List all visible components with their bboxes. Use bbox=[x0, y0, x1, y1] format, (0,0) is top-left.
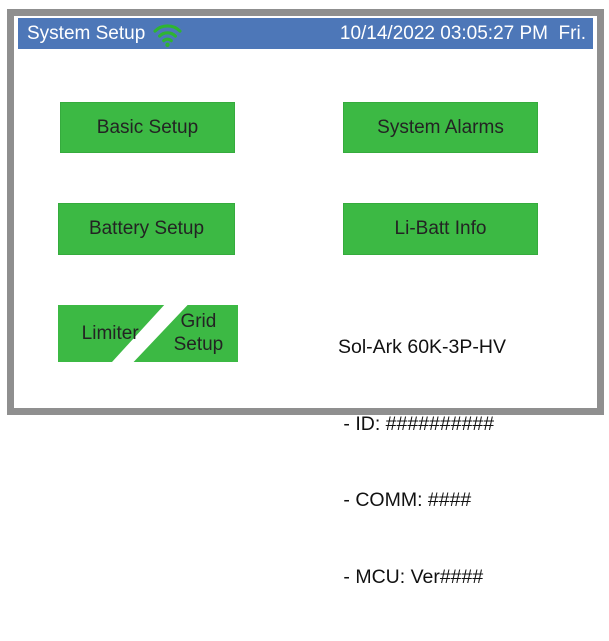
wifi-icon bbox=[153, 23, 182, 47]
basic-setup-label: Basic Setup bbox=[96, 116, 199, 138]
system-alarms-label: System Alarms bbox=[377, 116, 504, 138]
header-bar: System Setup 10/14/2022 03:05:27 PM Fri. bbox=[18, 18, 593, 49]
info-line-mcu: - MCU: Ver#### bbox=[338, 565, 484, 588]
li-batt-info-button[interactable]: Li-Batt Info bbox=[343, 203, 538, 255]
header-left: System Setup bbox=[18, 20, 183, 48]
device-frame: System Setup 10/14/2022 03:05:27 PM Fri.… bbox=[7, 9, 604, 588]
model-name: Sol-Ark 60K-3P-HV bbox=[338, 336, 506, 358]
page-title: System Setup bbox=[27, 22, 146, 44]
device-info: Sol-Ark 60K-3P-HV - ID: ########## - COM… bbox=[338, 284, 506, 641]
datetime-text: 10/14/2022 03:05:27 PM Fri. bbox=[339, 22, 586, 44]
battery-setup-button[interactable]: Battery Setup bbox=[58, 203, 235, 255]
battery-setup-label: Battery Setup bbox=[88, 218, 205, 239]
info-line-comm: - COMM: #### bbox=[338, 489, 472, 511]
li-batt-info-label: Li-Batt Info bbox=[394, 218, 487, 239]
basic-setup-button[interactable]: Basic Setup bbox=[60, 102, 235, 153]
limiter-grid-setup-button: Limiter Grid Setup bbox=[58, 305, 238, 362]
info-line-id: - ID: ########## bbox=[338, 412, 495, 435]
system-alarms-button[interactable]: System Alarms bbox=[343, 102, 538, 153]
